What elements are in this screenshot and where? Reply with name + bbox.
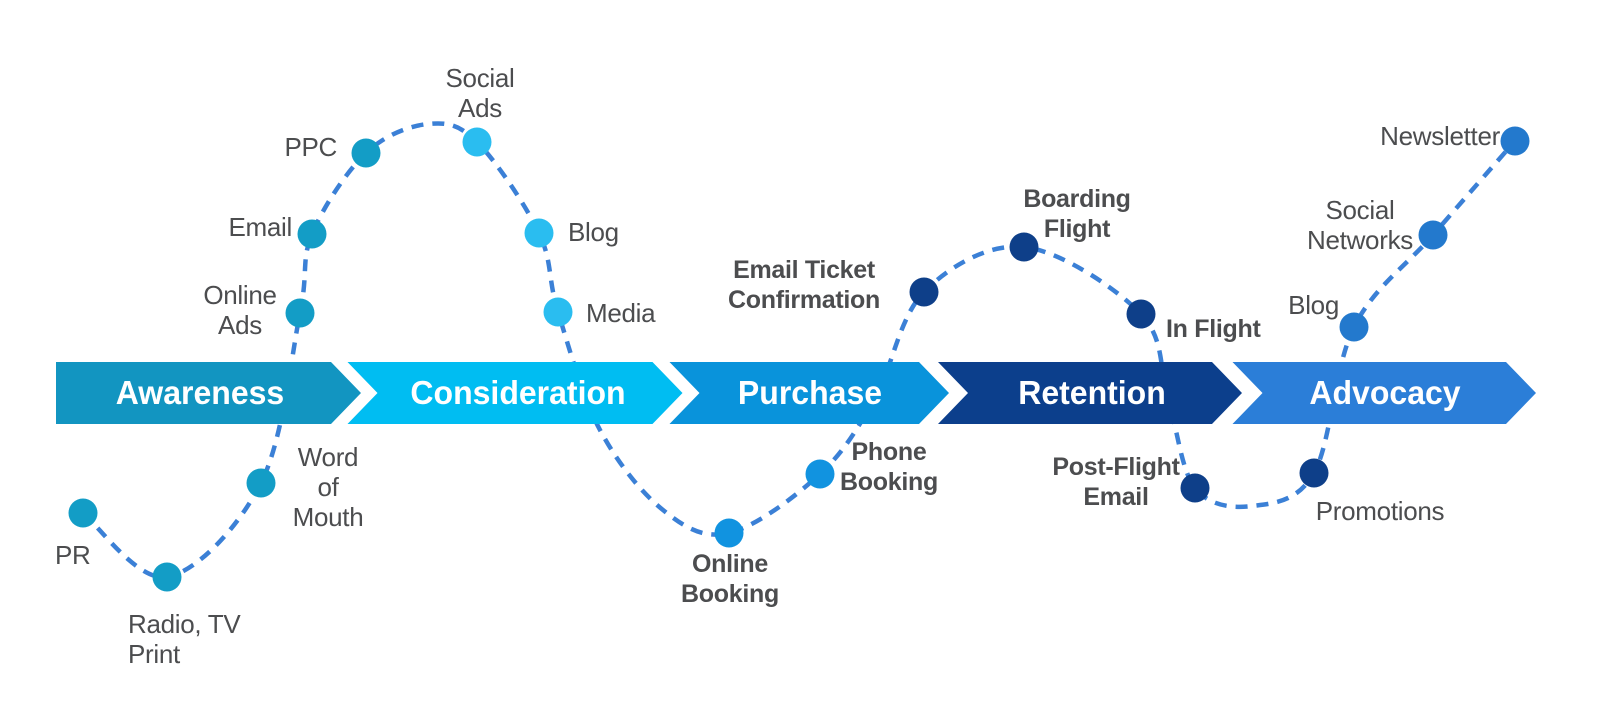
- stage-label-purchase: Purchase: [737, 374, 883, 411]
- touchpoint-dot-pr[interactable]: [68, 498, 98, 528]
- touchpoint-label-email: Email: [228, 212, 292, 242]
- touchpoint-label-line: Ads: [458, 93, 502, 123]
- touchpoint-label-line: Social: [445, 63, 515, 93]
- touchpoint-dot-promotions[interactable]: [1299, 458, 1329, 488]
- touchpoint-dot-word-of-mouth[interactable]: [246, 468, 276, 498]
- touchpoint-dot-online-ads[interactable]: [285, 298, 315, 328]
- stage-band-consideration[interactable]: [347, 362, 683, 424]
- touchpoint-label-line: Newsletter: [1380, 121, 1500, 151]
- touchpoint-label-line: Word: [297, 442, 359, 472]
- touchpoint-label-in-flight: In Flight: [1166, 314, 1261, 344]
- touchpoint-label-line: Blog: [1288, 290, 1339, 320]
- touchpoint-label-line: Confirmation: [728, 286, 880, 314]
- touchpoint-label-line: Media: [586, 298, 656, 328]
- stage-bands-group: [56, 362, 1536, 424]
- touchpoint-dot-newsletter[interactable]: [1500, 126, 1530, 156]
- touchpoint-label-line: Promotions: [1315, 496, 1445, 526]
- touchpoint-dot-phone-booking[interactable]: [805, 459, 835, 489]
- touchpoint-label-blog-advocacy: Blog: [1288, 290, 1339, 320]
- touchpoint-label-blog-consideration: Blog: [568, 217, 619, 247]
- stage-band-retention[interactable]: [938, 362, 1242, 424]
- touchpoint-dot-blog-consideration[interactable]: [524, 218, 554, 248]
- touchpoint-label-line: Post-Flight: [1052, 453, 1180, 481]
- touchpoint-label-line: Radio, TV: [128, 609, 241, 639]
- touchpoint-label-pr: PR: [55, 540, 91, 570]
- touchpoint-label-line: Online: [203, 280, 277, 310]
- touchpoint-label-newsletter: Newsletter: [1380, 121, 1500, 151]
- touchpoint-dot-ppc[interactable]: [351, 138, 381, 168]
- touchpoint-label-line: Mouth: [292, 502, 364, 532]
- touchpoint-label-line: Email Ticket: [733, 256, 875, 284]
- touchpoint-label-line: of: [317, 472, 339, 502]
- touchpoint-label-line: Email: [1083, 483, 1149, 511]
- stage-band-advocacy[interactable]: [1232, 362, 1537, 424]
- stage-label-consideration: Consideration: [410, 374, 626, 411]
- touchpoint-dot-email[interactable]: [297, 219, 327, 249]
- stage-band-purchase[interactable]: [669, 362, 950, 424]
- touchpoint-dot-blog-advocacy[interactable]: [1339, 312, 1369, 342]
- stage-label-awareness: Awareness: [115, 374, 285, 411]
- touchpoint-label-line: Blog: [568, 217, 619, 247]
- touchpoint-label-line: Social: [1325, 195, 1395, 225]
- stage-band-awareness[interactable]: [56, 362, 361, 424]
- touchpoint-dots-group: [68, 126, 1530, 592]
- touchpoint-dot-media[interactable]: [543, 297, 573, 327]
- touchpoint-label-line: Booking: [681, 580, 779, 608]
- touchpoint-label-promotions: Promotions: [1316, 496, 1445, 526]
- touchpoint-dot-boarding-flight[interactable]: [1009, 232, 1039, 262]
- touchpoint-label-line: Flight: [1043, 215, 1111, 243]
- touchpoint-label-line: Ads: [218, 310, 262, 340]
- touchpoint-label-line: In Flight: [1166, 315, 1261, 343]
- touchpoint-label-line: Email: [228, 212, 292, 242]
- touchpoint-label-line: Boarding: [1023, 185, 1131, 213]
- touchpoint-dot-social-networks[interactable]: [1418, 220, 1448, 250]
- stage-label-advocacy: Advocacy: [1309, 374, 1461, 411]
- touchpoint-dot-online-booking[interactable]: [714, 518, 744, 548]
- touchpoint-dot-post-flight-email[interactable]: [1180, 473, 1210, 503]
- touchpoint-label-line: PR: [55, 540, 91, 570]
- touchpoint-dot-email-ticket[interactable]: [909, 277, 939, 307]
- touchpoint-dot-social-ads[interactable]: [462, 127, 492, 157]
- touchpoint-label-line: Networks: [1307, 225, 1413, 255]
- touchpoint-label-line: Phone: [851, 438, 927, 466]
- stage-label-retention: Retention: [1018, 374, 1166, 411]
- touchpoint-label-ppc: PPC: [284, 132, 337, 162]
- touchpoint-label-line: Print: [128, 639, 180, 669]
- touchpoint-label-media: Media: [586, 298, 656, 328]
- touchpoint-dot-radio-tv-print[interactable]: [152, 562, 182, 592]
- touchpoint-label-line: Online: [692, 550, 768, 578]
- touchpoint-label-line: PPC: [284, 132, 337, 162]
- touchpoint-label-line: Booking: [840, 468, 938, 496]
- touchpoint-dot-in-flight[interactable]: [1126, 299, 1156, 329]
